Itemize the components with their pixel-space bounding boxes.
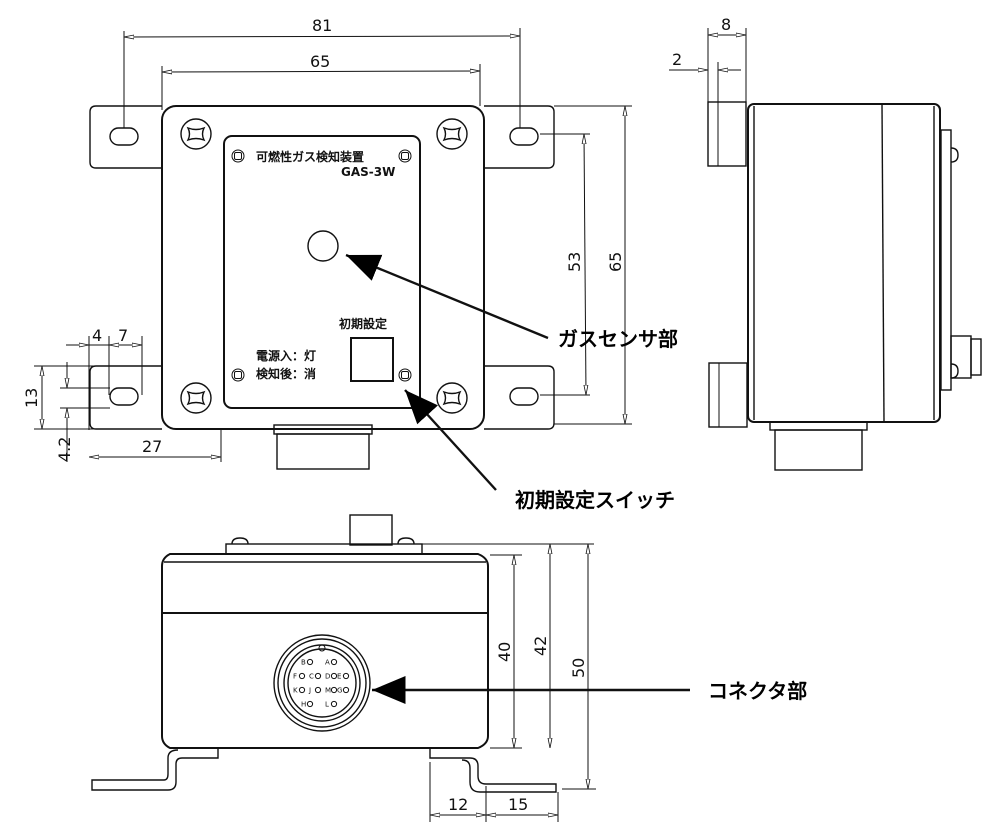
connector-pin-label: C [309, 673, 314, 681]
init-setting-switch[interactable] [350, 337, 394, 382]
gas-sensor-port [307, 230, 339, 262]
mount-slot [509, 387, 539, 406]
connector-pin [330, 700, 338, 708]
side-view [707, 101, 982, 471]
connector-pin-label: K [293, 687, 298, 695]
dim-15: 15 [508, 795, 528, 814]
dim-42: 42 [531, 636, 550, 656]
callout-connector: コネクタ部 [708, 679, 807, 703]
dim-13: 13 [22, 388, 41, 408]
dim-65-height: 65 [606, 252, 625, 272]
connector-pin [314, 672, 322, 680]
screw-icon [180, 382, 212, 414]
side-body [747, 103, 941, 423]
dim-12: 12 [448, 795, 468, 814]
side-dimensions: 8 2 [669, 15, 747, 102]
callout-arrow-gas-sensor [345, 253, 549, 340]
connector-pin-label: L [325, 701, 329, 709]
connector-pin-label: H [301, 701, 306, 709]
mount-slot [509, 127, 539, 146]
callouts: ガスセンサ部 初期設定スイッチ コネクタ部 [345, 253, 807, 704]
product-name: 可燃性ガス検知装置 [256, 149, 364, 164]
mount-flange-right [484, 105, 555, 169]
side-bracket-top [707, 101, 747, 167]
connector-pin [298, 672, 306, 680]
mount-flange-right-bottom [484, 365, 555, 430]
callout-gas-sensor: ガスセンサ部 [558, 327, 678, 351]
mount-slot [109, 127, 139, 146]
plate-screw-icon [231, 149, 412, 382]
side-bracket-bottom [708, 362, 748, 428]
side-connector-flange [769, 421, 868, 431]
connector-pin-label: J [308, 687, 311, 695]
dim-50: 50 [569, 658, 588, 678]
connector-pin [306, 658, 314, 666]
connector-pin-label: D [325, 673, 330, 681]
dim-4: 4 [92, 326, 102, 345]
dim-4-2: 4.2 [55, 437, 74, 462]
side-screw [950, 363, 959, 379]
dim-81: 81 [312, 16, 332, 35]
screw-icon [436, 382, 468, 414]
dim-7: 7 [118, 326, 128, 345]
mount-flange-left [89, 105, 162, 169]
side-screw [950, 147, 959, 163]
side-switch [950, 335, 972, 379]
mount-flange-left-bottom [89, 365, 162, 430]
nameplate [223, 135, 421, 409]
connector-pin-label: F [293, 673, 297, 681]
connector-body [276, 433, 370, 470]
connector-port[interactable] [273, 634, 371, 732]
connector-pin [330, 658, 338, 666]
dim-53: 53 [565, 252, 584, 272]
bottom-switch-body [349, 514, 393, 546]
connector-pin [314, 686, 322, 694]
callout-arrow-init-switch [404, 389, 497, 491]
dim-65-width: 65 [310, 52, 330, 71]
connector-pin-label: M [325, 687, 331, 695]
connector-pin [330, 672, 338, 680]
after-detect-label: 検知後：消 [256, 366, 316, 381]
front-dimensions: 81 65 53 65 4 7 13 4.2 [22, 16, 632, 462]
foot-right [429, 748, 557, 793]
model-label: GAS-3W [341, 165, 395, 179]
connector-pin [342, 672, 350, 680]
connector-pin-label: B [301, 659, 306, 667]
dim-8: 8 [721, 15, 731, 34]
callout-init-switch: 初期設定スイッチ [515, 488, 675, 512]
connector-pin-label: E [337, 673, 341, 681]
front-body [161, 105, 485, 430]
bottom-body [161, 553, 489, 749]
screw-icon [180, 118, 212, 150]
connector-pin [306, 700, 314, 708]
side-connector-body [774, 429, 863, 471]
screw-icon [436, 118, 468, 150]
foot-left [91, 748, 219, 791]
front-view: 可燃性ガス検知装置 GAS-3W 初期設定 電源入：灯 検知後：消 [89, 105, 555, 470]
connector-pin [330, 686, 338, 694]
connector-pin [298, 686, 306, 694]
dim-2: 2 [672, 50, 682, 69]
mount-slot [109, 387, 139, 406]
connector-pin-label: G [337, 687, 342, 695]
side-nameplate [940, 129, 952, 391]
side-switch-cap [970, 338, 982, 376]
connector-pin [342, 686, 350, 694]
power-on-label: 電源入：灯 [256, 348, 316, 363]
dim-40: 40 [495, 642, 514, 662]
bottom-dimensions: 40 42 50 12 15 [422, 543, 596, 822]
init-setting-label: 初期設定 [339, 316, 387, 331]
connector-pin-label: A [325, 659, 330, 667]
dim-27: 27 [142, 437, 162, 456]
